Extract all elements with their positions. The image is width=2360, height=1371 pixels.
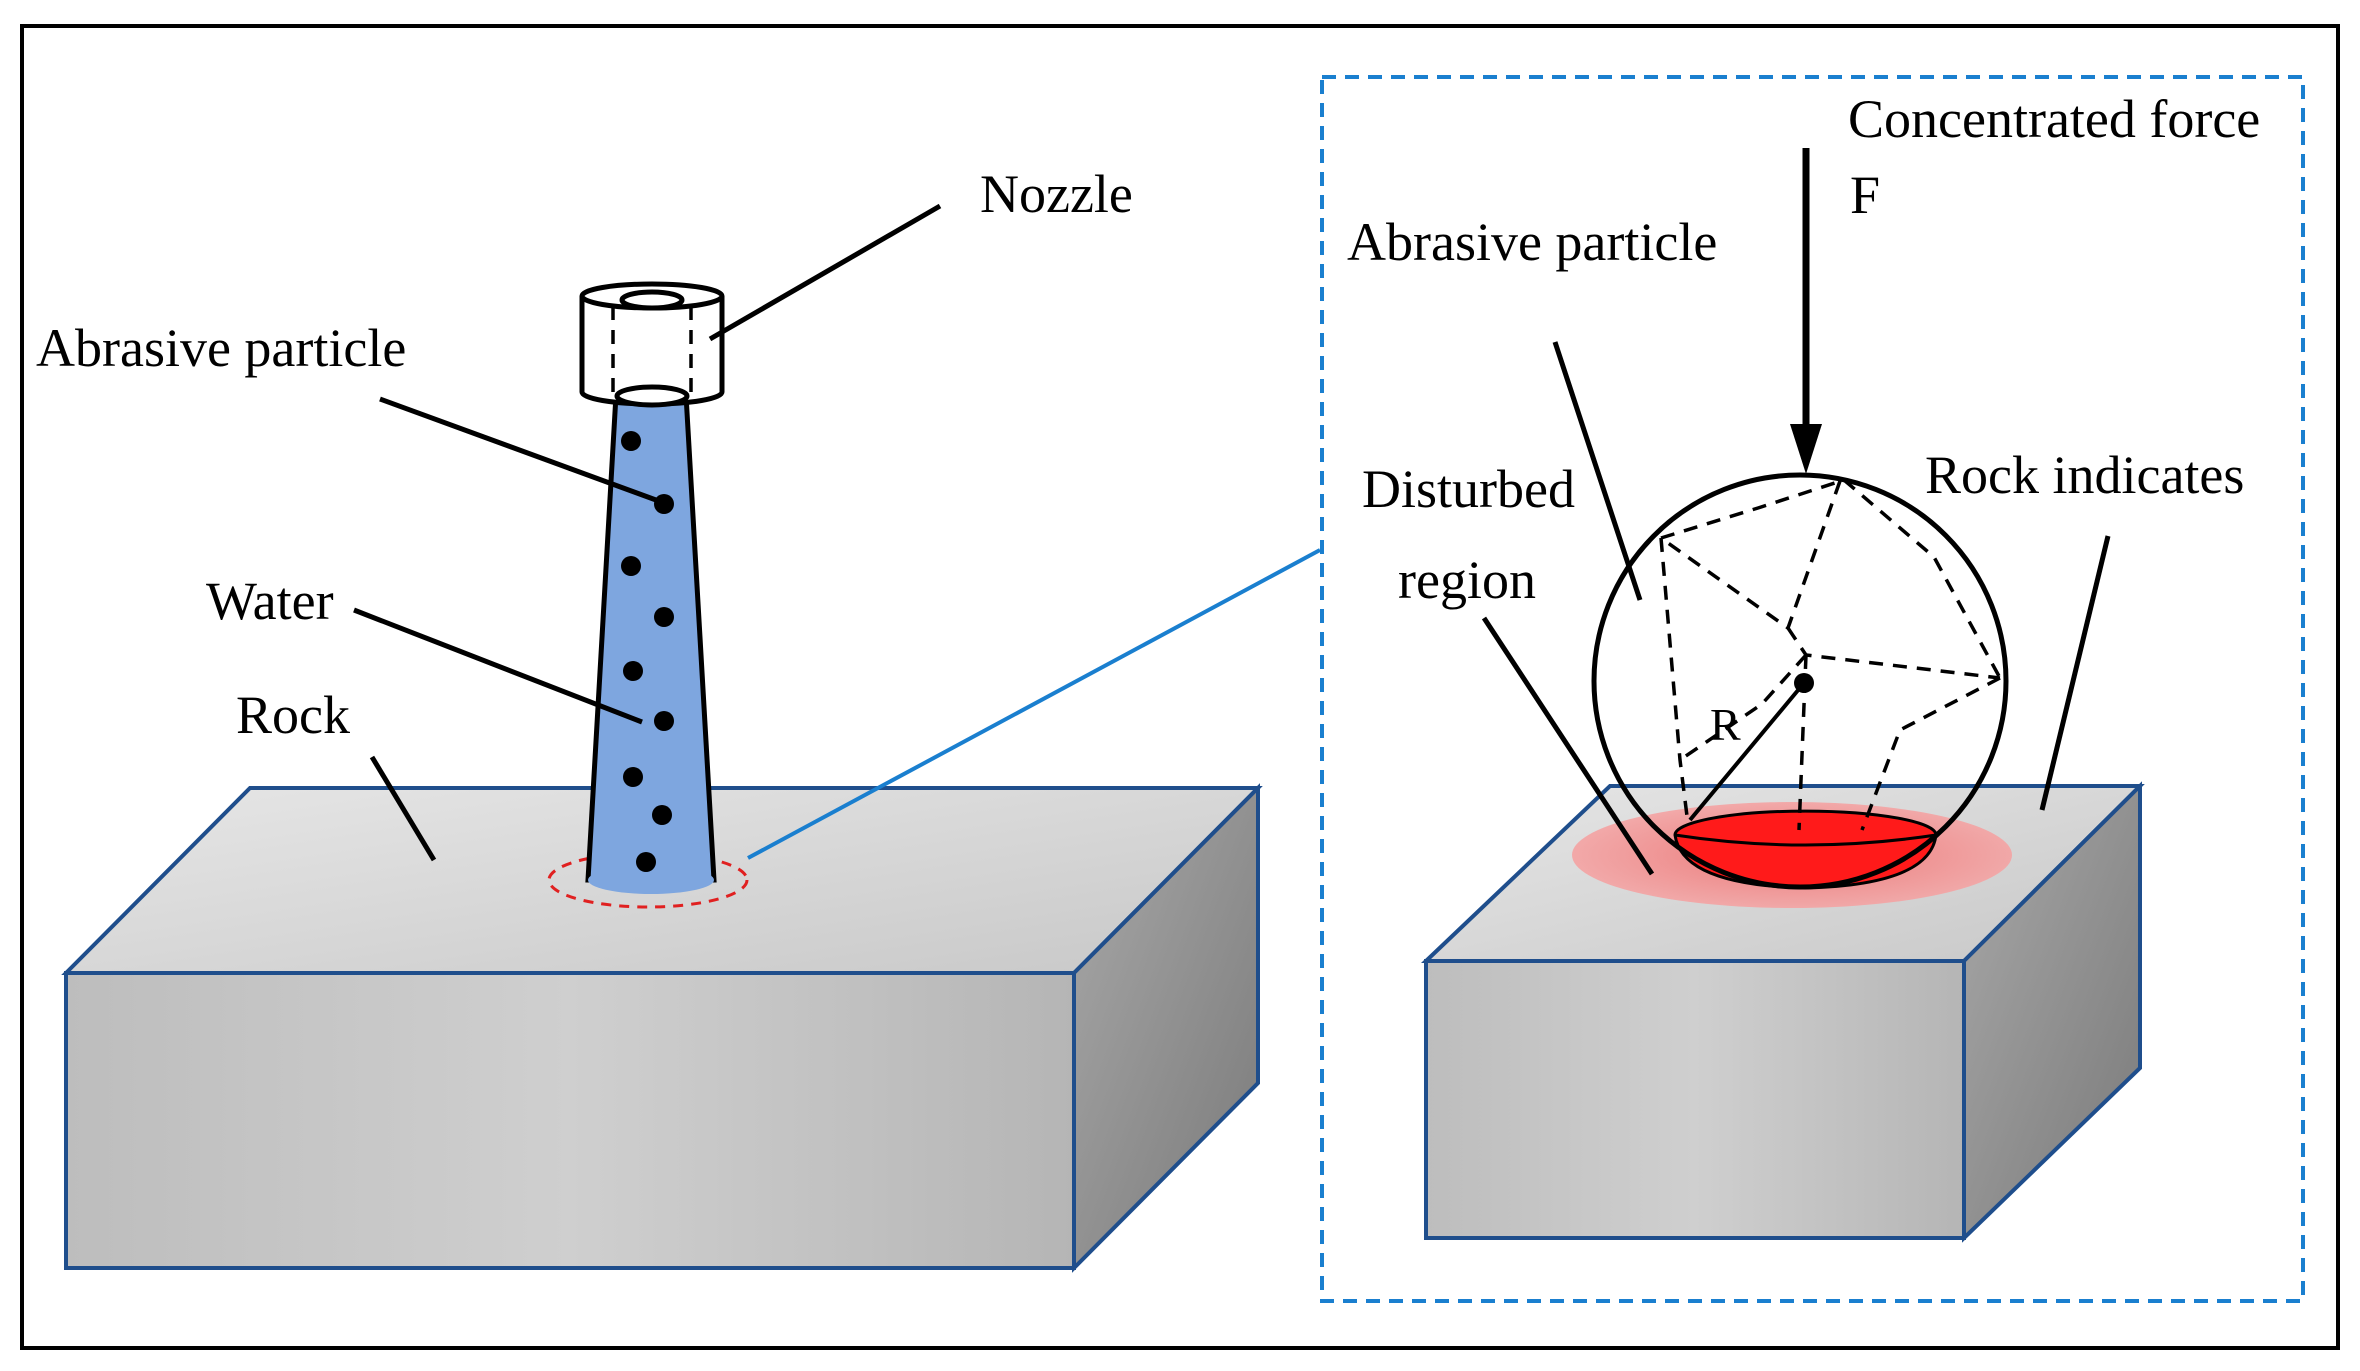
figure-border: [20, 24, 2340, 1350]
rock-label: Rock: [236, 685, 350, 745]
particle-dot: [654, 607, 674, 627]
water-leader: [353, 607, 643, 725]
abrasive-sphere: [1591, 472, 2009, 890]
disturbed-region-leader: [1481, 616, 1655, 876]
zoom-callout-line: [747, 548, 1321, 860]
nozzle-label: Nozzle: [980, 164, 1133, 224]
radius-label: R: [1710, 699, 1741, 750]
nozzle-leader: [708, 203, 942, 342]
radius-line: [1688, 681, 1806, 822]
right-rock-side-face: [1962, 781, 2142, 1243]
particle-dot: [636, 852, 656, 872]
impact-zone-outline: [547, 851, 749, 909]
disturbed-region-label-line1: Disturbed: [1362, 459, 1575, 519]
rock-indicates-leader: [2039, 535, 2111, 811]
left-rock-front-face: [64, 971, 1076, 1270]
force-arrow: [1790, 148, 1822, 474]
particle-dot: [623, 661, 643, 681]
particle-dot: [621, 431, 641, 451]
particle-dot: [654, 711, 674, 731]
left-rock-side-face: [1072, 783, 1260, 1273]
concentrated-force-label: Concentrated force: [1848, 89, 2260, 149]
abrasive-particle-leader-left: [379, 396, 657, 503]
nozzle: [579, 281, 725, 408]
force-symbol-label: F: [1850, 165, 1880, 225]
abrasive-particle-label-left: Abrasive particle: [36, 318, 406, 378]
rock-indicates-label: Rock indicates: [1925, 445, 2244, 505]
particle-dot: [623, 767, 643, 787]
abrasive-particle-label-right: Abrasive particle: [1347, 212, 1717, 272]
water-jet: [585, 392, 717, 894]
rock-leader: [369, 755, 437, 862]
abrasive-particles: [621, 431, 674, 872]
zoom-panel-border: [1320, 75, 2305, 1303]
abrasive-particle-leader-right: [1552, 341, 1643, 601]
particle-dot: [654, 494, 674, 514]
right-rock-front-face: [1424, 959, 1966, 1240]
particle-dot: [621, 556, 641, 576]
particle-dot: [652, 805, 672, 825]
disturbed-region-label-line2: region: [1398, 550, 1536, 610]
water-label: Water: [206, 571, 334, 631]
